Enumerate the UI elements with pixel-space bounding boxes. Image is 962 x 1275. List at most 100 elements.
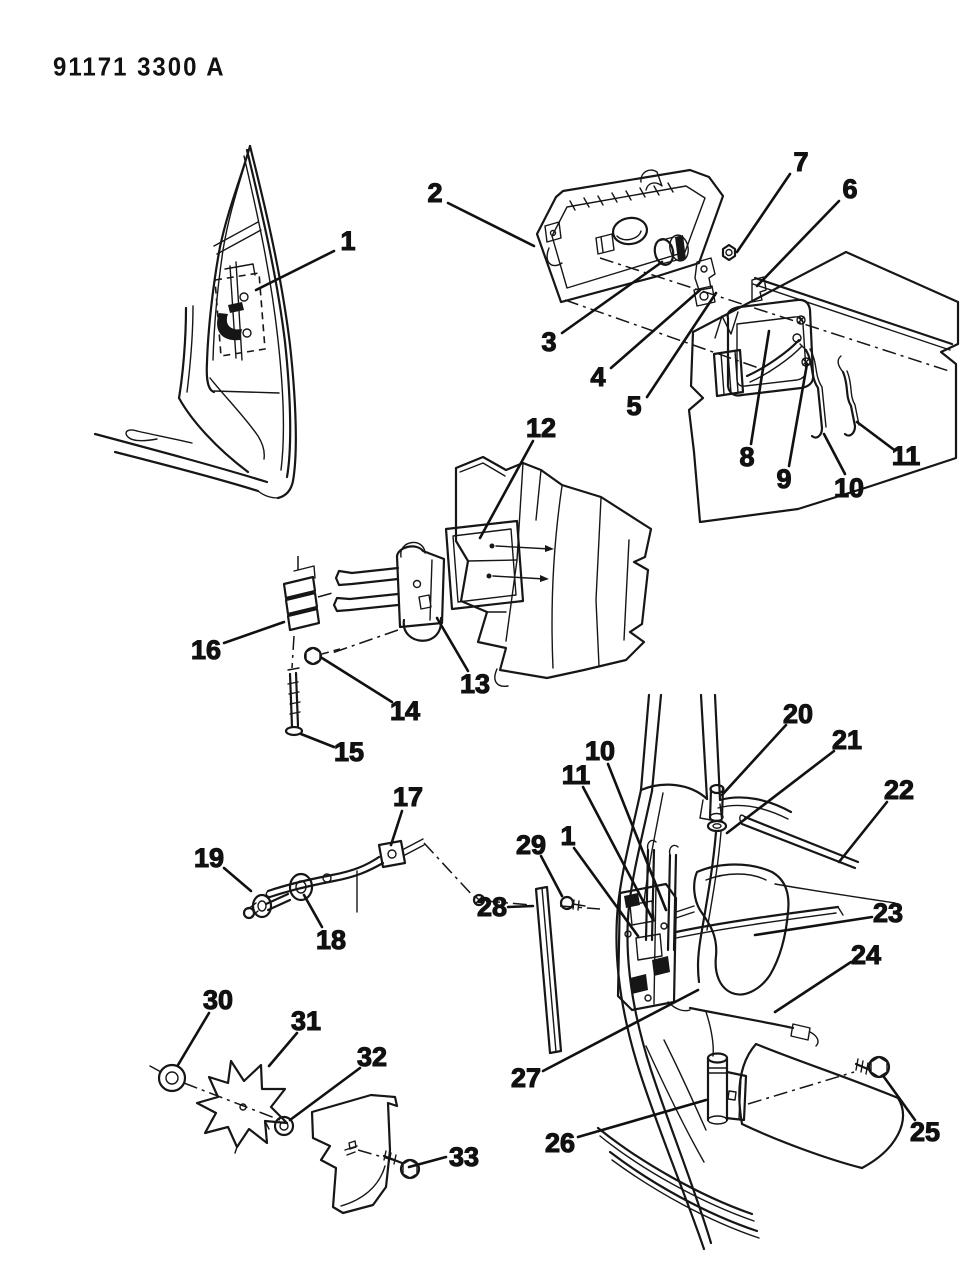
door-assembly-art-stroke — [774, 883, 896, 904]
callout-31-label: 31 — [291, 1006, 321, 1036]
inner-panel-art-stroke — [796, 315, 806, 325]
inner-panel-art-stroke — [841, 370, 857, 437]
exterior-handle-art-stroke — [693, 285, 716, 307]
door-assembly-art-stroke — [596, 1126, 759, 1233]
callout-33-leader — [407, 1155, 448, 1169]
watershield-latch-art-stroke — [551, 485, 563, 669]
callout-32-leader — [288, 1066, 362, 1122]
callout-19-leader — [222, 866, 253, 893]
callout-8-leader — [749, 329, 771, 446]
callout-16-label: 16 — [191, 635, 221, 665]
callout-1-label: 1 — [560, 821, 575, 851]
inner-panel-art-stroke — [792, 333, 802, 343]
exterior-handle-art-stroke — [753, 276, 954, 346]
door-assembly-art-stroke — [472, 893, 486, 907]
door-assembly-art-stroke — [639, 783, 793, 814]
clip-shield-art-stroke — [195, 1059, 289, 1149]
link-rod-art-stroke — [403, 838, 425, 856]
watershield-latch-art-stroke — [540, 545, 554, 582]
callout-10-label: 10 — [585, 736, 615, 766]
callout-22-label: 22 — [884, 775, 914, 805]
exterior-handle-art-stroke — [611, 216, 649, 246]
watershield-latch-art-stroke — [595, 497, 602, 667]
callout-9-leader — [787, 362, 809, 468]
exterior-handle-art-stroke — [694, 257, 716, 291]
callout-1-label: 1 — [340, 226, 355, 256]
watershield-latch-art-stroke — [282, 575, 321, 632]
clip-shield-art-stroke — [149, 1065, 162, 1073]
door-assembly-art-stroke — [624, 930, 632, 938]
callout-15-leader — [299, 732, 336, 749]
clip-shield-art-stroke — [210, 1112, 270, 1154]
exterior-handle-art-stroke — [725, 248, 733, 257]
inner-panel-art-stroke — [720, 350, 739, 395]
door-assembly-art-stroke — [626, 789, 713, 1245]
callout-11-label: 11 — [892, 441, 921, 471]
callout-26-leader — [576, 1098, 708, 1139]
door-assembly-art-stroke — [644, 848, 678, 952]
door-assembly-art-stroke — [699, 799, 789, 823]
link-rod-art-stroke — [288, 872, 314, 902]
door-assembly-art-stroke — [644, 994, 652, 1002]
callout-22-leader — [837, 800, 889, 864]
exterior-handle-art-stroke — [599, 257, 953, 373]
callout-13-leader — [435, 616, 470, 673]
callout-10-label: 10 — [834, 473, 864, 503]
door-pillar-art-stroke — [216, 229, 262, 255]
watershield-latch-art-stroke — [444, 519, 525, 611]
door-assembly-art-stroke — [645, 1039, 707, 1163]
door-pillar-art-stroke — [224, 263, 256, 276]
exterior-handle-art-stroke — [549, 229, 557, 237]
door-assembly-art-stroke — [724, 1070, 748, 1122]
clip-shield-art-stroke — [239, 1103, 247, 1111]
door-assembly-art — [472, 693, 904, 1251]
door-assembly-art-stroke — [706, 831, 722, 931]
watershield-latch-art-stroke — [489, 543, 495, 549]
inner-panel-art-stroke — [846, 370, 860, 426]
clip-shield-art-stroke — [310, 1093, 399, 1215]
callout-5-label: 5 — [626, 391, 641, 421]
drawing-number: 91171 3300 A — [53, 52, 226, 83]
callout-12-label: 12 — [526, 413, 556, 443]
door-pillar-art-stroke — [186, 305, 194, 393]
door-assembly-art-stroke — [790, 1023, 819, 1047]
clip-shield-art-stroke — [157, 1063, 187, 1093]
door-pillar-art-stroke — [113, 450, 260, 493]
door-pillar-art-stroke — [248, 144, 297, 500]
callout-15-label: 15 — [334, 737, 364, 767]
door-pillar-art-stroke — [217, 313, 242, 341]
door-pillar-art-stroke — [239, 292, 249, 302]
watershield-latch-art-stroke — [505, 462, 524, 642]
callout-11-leader — [581, 785, 654, 920]
door-assembly-art-stroke — [709, 783, 725, 795]
door-assembly-art-stroke — [475, 896, 483, 904]
watershield-latch-art-stroke — [321, 648, 341, 655]
exterior-handle-art-stroke — [653, 238, 675, 266]
inner-panel-art-stroke — [687, 250, 960, 524]
inner-panel-art-stroke — [804, 348, 824, 439]
exterior-handle-art-stroke — [700, 265, 708, 273]
callout-27-label: 27 — [511, 1063, 541, 1093]
link-rod-art-stroke — [242, 906, 256, 920]
callout-27-leader — [541, 988, 700, 1073]
door-assembly-art-stroke — [639, 693, 722, 802]
clip-shield-art-stroke — [183, 1082, 281, 1121]
door-assembly-art-stroke — [705, 1011, 714, 1057]
clip-shield-art-stroke — [344, 1140, 358, 1156]
callout-10-leader — [606, 762, 668, 912]
door-assembly-art-stroke — [738, 1042, 904, 1170]
inner-panel-art-stroke — [809, 348, 827, 428]
callout-12-leader — [478, 439, 535, 540]
door-assembly-art-stroke — [646, 839, 679, 856]
clip-shield-art-stroke — [340, 1165, 386, 1207]
door-pillar-art-stroke — [245, 148, 292, 479]
callout-23-leader — [753, 915, 874, 937]
callout-13-label: 13 — [460, 669, 490, 699]
link-rod-art-stroke — [423, 842, 475, 898]
door-assembly-art-stroke — [643, 792, 664, 903]
callout-16-leader — [222, 620, 286, 645]
callout-23-label: 23 — [873, 898, 903, 928]
door-pillar-art-stroke — [93, 432, 269, 484]
clip-shield-art-stroke — [382, 1154, 404, 1165]
link-rod-art-stroke — [257, 900, 267, 912]
